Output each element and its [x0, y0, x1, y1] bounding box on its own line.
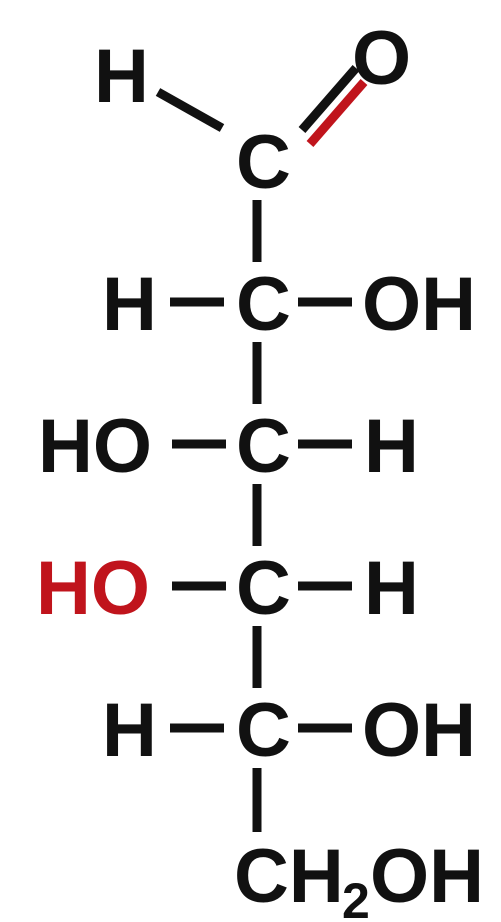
- terminal-subscript-2: 2: [342, 873, 370, 922]
- row-3-carbon: C: [236, 546, 291, 631]
- aldehyde-h: H: [94, 34, 149, 119]
- row-4-left-h: H: [102, 688, 157, 773]
- terminal-oh: OH: [370, 834, 484, 919]
- row-2-carbon: C: [236, 404, 291, 489]
- row-1-right-oh: OH: [362, 262, 476, 347]
- row-3-left-ho-highlighted: HO: [36, 546, 150, 631]
- aldehyde-o: O: [352, 16, 411, 101]
- row-1-left-h: H: [102, 262, 157, 347]
- aldehyde-double-bond-red: [306, 79, 368, 147]
- aldehyde-double-bond-top: [298, 65, 360, 133]
- terminal-ch: CH: [234, 834, 344, 919]
- row-1-carbon: C: [236, 262, 291, 347]
- row-2-right-h: H: [364, 404, 419, 489]
- aldehyde-c: C: [236, 120, 291, 205]
- aldehyde-h-c-bond: [155, 88, 225, 132]
- row-2-left-ho: HO: [38, 404, 152, 489]
- row-3-right-h: H: [364, 546, 419, 631]
- row-4-carbon: C: [236, 688, 291, 773]
- row-4-right-oh: OH: [362, 688, 476, 773]
